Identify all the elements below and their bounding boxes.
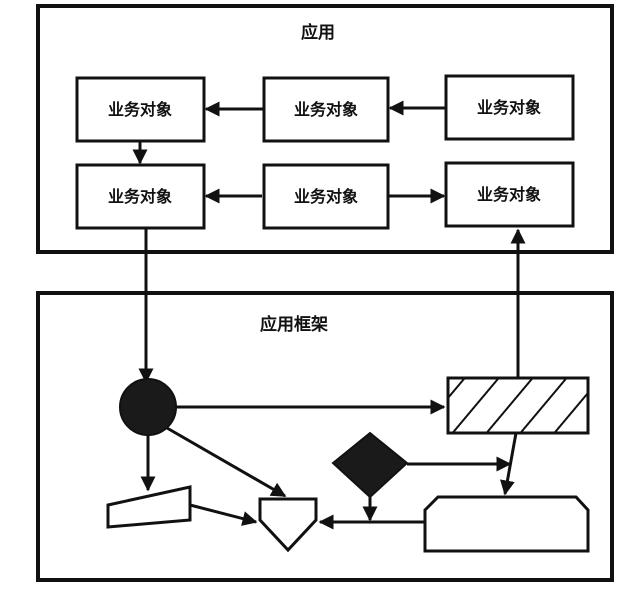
business-object-row-1-right: 业务对象	[444, 74, 575, 141]
framework-rounded-box	[423, 495, 590, 553]
framework-title: 应用框架	[260, 314, 328, 335]
business-object-row-2-middle: 业务对象	[262, 163, 390, 230]
business-object-row-1-left: 业务对象	[75, 76, 206, 143]
framework-hatched-component	[446, 376, 590, 435]
business-object-label: 业务对象	[108, 100, 172, 119]
business-object-label: 业务对象	[294, 187, 358, 206]
business-object-label: 业务对象	[294, 100, 358, 119]
business-object-label: 业务对象	[477, 185, 541, 204]
business-object-row-2-right: 业务对象	[444, 161, 575, 228]
framework-circle-node	[119, 378, 177, 436]
framework-pentagon-node	[258, 497, 318, 553]
framework-trapezoid-node	[106, 485, 192, 529]
business-object-row-2-left: 业务对象	[75, 163, 206, 230]
arrow-trapezoid-to-pentagon	[189, 503, 258, 526]
business-object-label: 业务对象	[477, 98, 541, 117]
application-title: 应用	[301, 22, 335, 43]
arrow-circle-to-pentagon	[166, 426, 287, 498]
business-object-label: 业务对象	[108, 187, 172, 206]
business-object-row-1-middle: 业务对象	[262, 76, 390, 143]
arrow-hatched-to-box	[500, 432, 518, 496]
